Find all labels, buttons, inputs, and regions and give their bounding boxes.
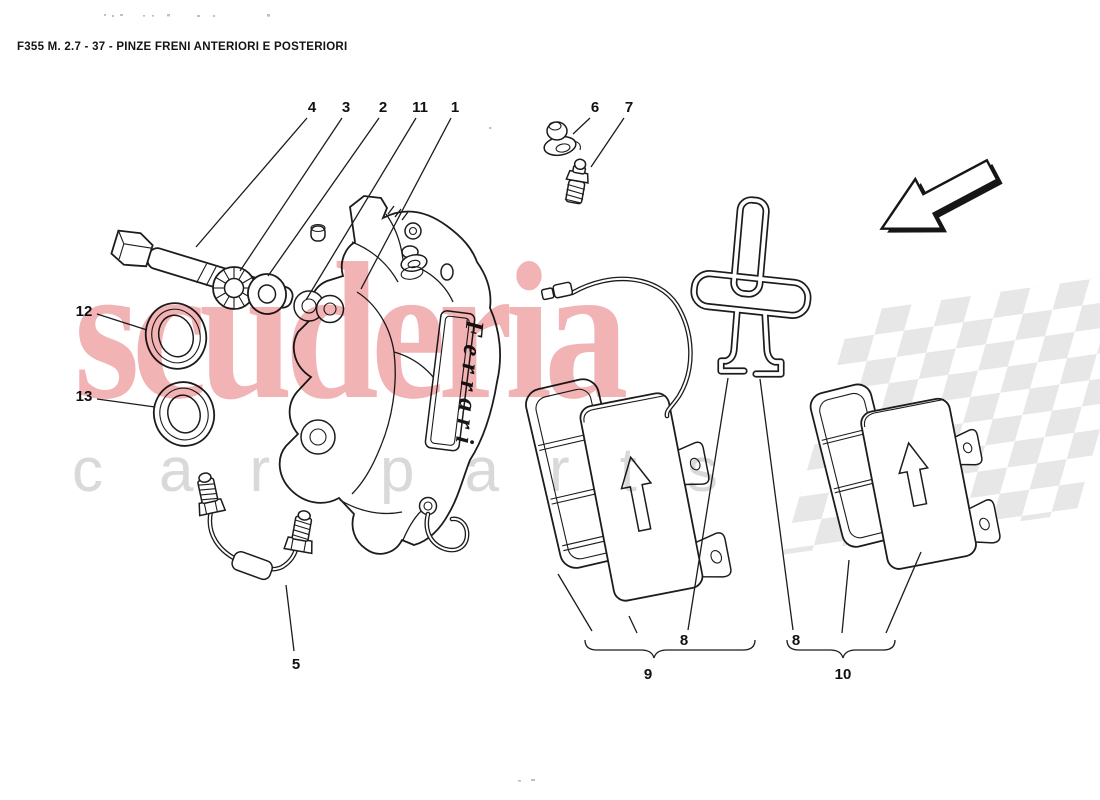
pad-ear-bottom [968,499,1001,544]
leader-lines [96,117,922,652]
callout-12: 12 [76,303,93,320]
serrated-washer [212,266,256,310]
callout-5: 5 [292,656,300,673]
front-brake-pads [525,378,732,602]
group-brace-rear [786,639,896,659]
callout-7: 7 [625,99,633,116]
rear-brake-pads [809,383,1001,570]
seal-ring-lower [152,381,216,447]
callout-1: 1 [451,99,459,116]
callout-13: 13 [76,388,93,405]
hose-sleeve [231,550,273,581]
callout-2: 2 [379,99,387,116]
front-pad-outer [579,392,732,602]
pad-ear-bottom [695,532,732,578]
pad-ear-top [677,441,710,486]
anti-rattle-spring [690,196,812,378]
caliper-mounting-hole [300,419,336,455]
brake-hose [197,472,313,581]
pad-direction-arrow-icon [898,441,930,508]
flat-washer [247,273,287,315]
scan-noise [104,14,535,782]
bleed-screw-cap [543,121,581,157]
pad-direction-arrow-icon [620,455,653,532]
callout-4: 4 [308,99,317,116]
brake-caliper: Ferrari [278,195,501,555]
callout-3: 3 [342,99,350,116]
hose-fitting-right [283,510,313,555]
caliper-boss [404,222,422,240]
caliper-bushing-2 [315,294,345,324]
callout-8-front: 8 [680,632,688,649]
bleed-screw [564,158,589,205]
direction-arrow-icon [879,158,1003,233]
callout-11: 11 [412,99,428,116]
page-title: F355 M. 2.7 - 37 - PINZE FRENI ANTERIORI… [17,41,348,53]
seal-ring-upper [144,302,208,370]
pad-wear-sensor-wire [540,276,693,419]
sensor-connector [540,281,574,301]
hose-fitting-left [197,472,227,517]
callout-10: 10 [835,666,852,683]
callout-9: 9 [644,666,652,683]
pad-ear-top [954,428,983,466]
group-brace-front [584,639,756,659]
callout-numbers: 4 3 2 11 1 6 7 12 13 5 8 9 8 10 [76,99,852,683]
caliper-ear-boss [440,263,454,281]
rear-pad-outer [860,397,1001,570]
callout-6: 6 [591,99,599,116]
caliper-bleed-fitting [400,245,428,280]
caliper-lug-nub [310,225,326,242]
callout-8-rear: 8 [792,632,800,649]
